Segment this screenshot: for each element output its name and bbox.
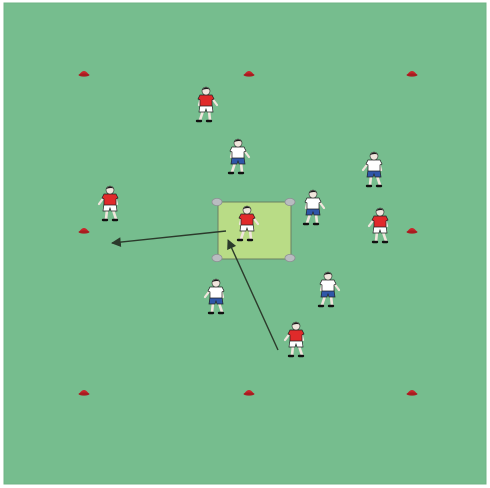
zone-disc-marker [212, 254, 222, 261]
central-grid-zone [218, 202, 291, 259]
zone-disc-marker [285, 198, 295, 205]
zone-disc-marker [285, 254, 295, 261]
zone-disc-marker [212, 198, 222, 205]
